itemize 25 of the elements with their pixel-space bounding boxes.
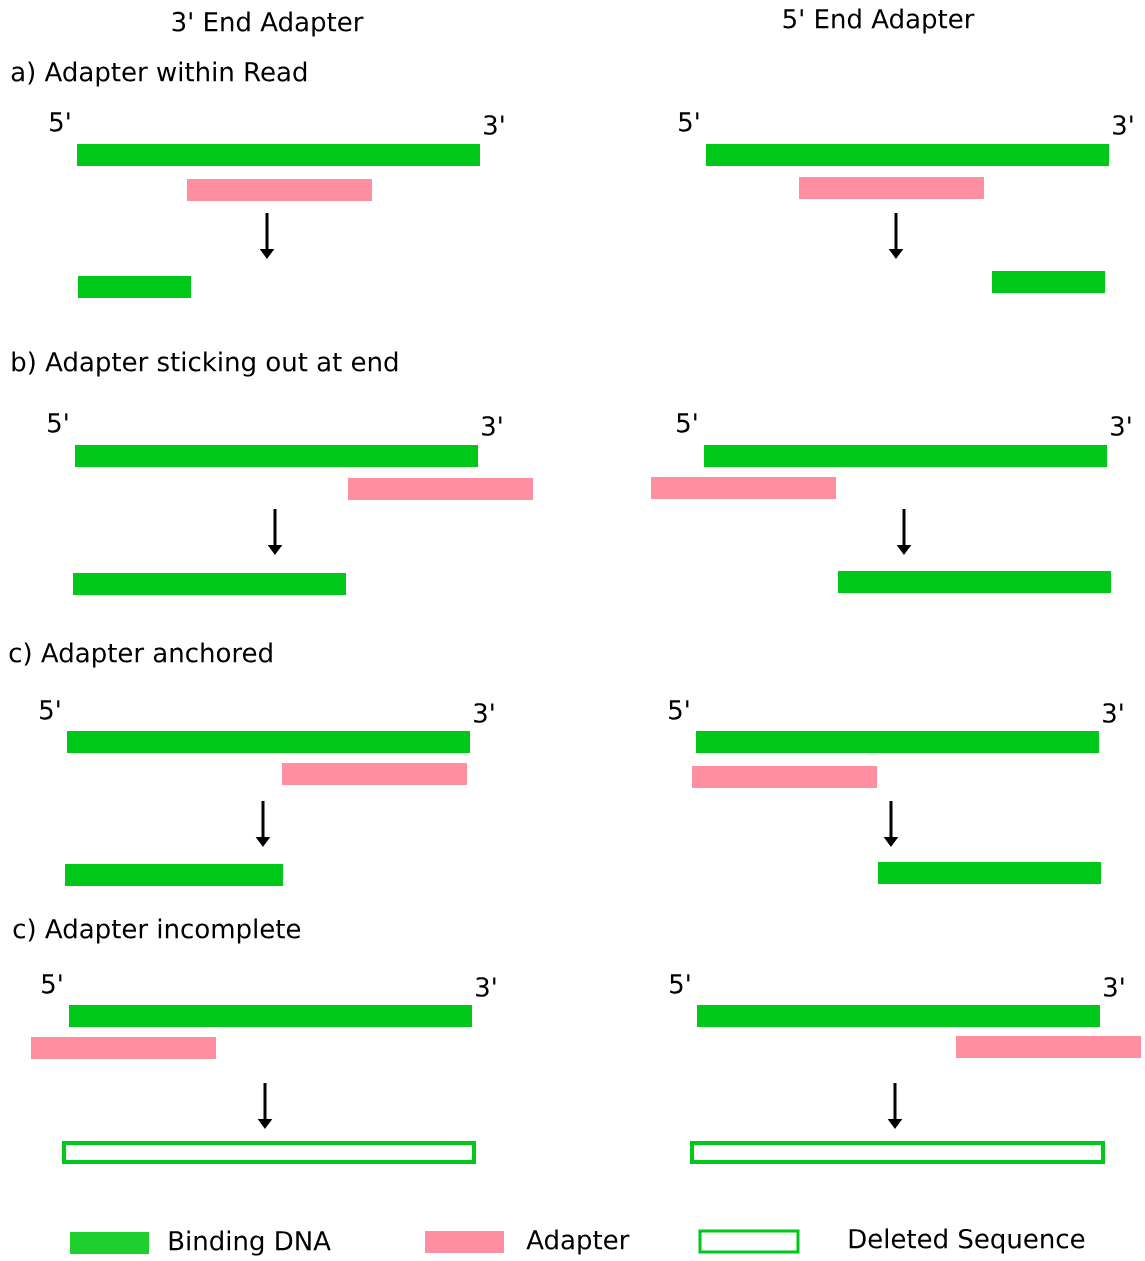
end-label: 5' [40, 700, 60, 720]
end-label: 5' [48, 413, 68, 433]
section-title: b) Adapter sticking out at end [12, 351, 398, 377]
end-label: 3' [482, 416, 502, 436]
end-label: 5' [50, 112, 70, 132]
section-title: c) Adapter anchored [9, 642, 272, 668]
legend-label: Deleted Sequence [849, 1228, 1085, 1254]
end-label: 3' [1113, 115, 1133, 135]
end-label: 5' [670, 974, 690, 994]
end-label: 3' [476, 977, 496, 997]
legend-label: Binding DNA [169, 1230, 331, 1256]
end-label: 5' [679, 112, 699, 132]
section-title: c) Adapter incomplete [13, 918, 301, 944]
column-heading: 5' End Adapter [783, 8, 975, 34]
end-label: 3' [1104, 977, 1124, 997]
legend-label: Adapter [526, 1229, 630, 1255]
end-label: 3' [1111, 416, 1131, 436]
column-heading: 3' End Adapter [172, 11, 364, 37]
end-label: 3' [474, 703, 494, 723]
section-title: a) Adapter within Read [11, 61, 307, 87]
end-label: 3' [1103, 703, 1123, 723]
end-label: 5' [42, 974, 62, 994]
end-label: 3' [484, 115, 504, 135]
end-label: 5' [677, 413, 697, 433]
end-label: 5' [669, 700, 689, 720]
